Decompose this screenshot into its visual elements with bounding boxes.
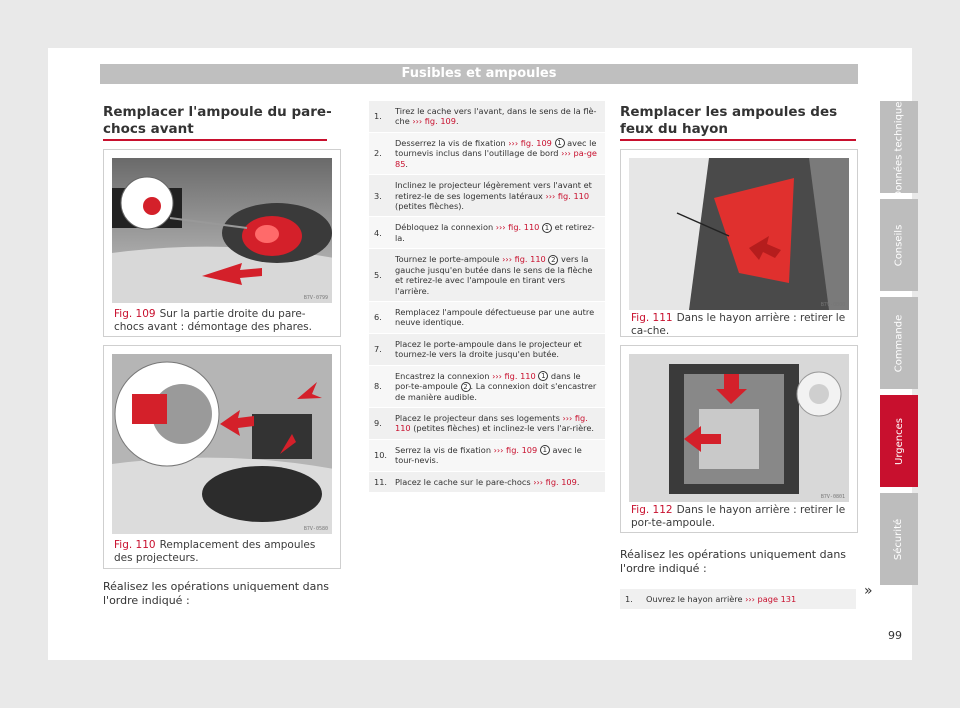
bumper-right-image: B7V-0799 [112, 158, 332, 303]
fig-110-number: Fig. 110 [114, 539, 156, 551]
step-number: 4. [374, 227, 382, 238]
step-text: Desserrez la vis de fixation ››› fig. 10… [395, 137, 597, 169]
step-text: Ouvrez le hayon arrière ››› page 131 [646, 594, 797, 604]
left-intro-text: Réalisez les opérations uniquement dans … [103, 580, 330, 607]
cross-reference-link[interactable]: ››› fig. 110 [395, 413, 588, 434]
tab-conseils[interactable]: Conseils [880, 199, 918, 291]
step-number: 1. [625, 594, 633, 604]
tab-commande[interactable]: Commande [880, 297, 918, 389]
tab-securite[interactable]: Sécurité [880, 493, 918, 585]
step-number: 6. [374, 312, 382, 323]
fig-111-text: Dans le hayon arrière : retirer le ca-ch… [631, 312, 846, 337]
step-row: 1. Tirez le cache vers l'avant, dans le s… [369, 101, 605, 132]
fig-112-text: Dans le hayon arrière : retirer le por-t… [631, 504, 846, 529]
step-text: Encastrez la connexion ››› fig. 110 1 da… [395, 370, 597, 402]
cross-reference-link[interactable]: ››› fig. 109 [533, 476, 577, 487]
tailgate-bulb-holder-image: B7V-0801 [629, 354, 849, 502]
step-row: 11. Placez le cache sur le pare-chocs ›››… [369, 471, 605, 493]
step-number: 10. [374, 450, 388, 461]
fig-109-number: Fig. 109 [114, 308, 156, 320]
step-number: 1. [374, 111, 382, 122]
bulb-illustration [112, 354, 332, 534]
cross-reference-link[interactable]: ››› fig. 110 [492, 370, 536, 381]
step-row: 10. Serrez la vis de fixation ››› fig. 10… [369, 439, 605, 471]
step-list: 1. Tirez le cache vers l'avant, dans le s… [369, 101, 605, 493]
step-text: Débloquez la connexion ››› fig. 110 1 et… [395, 222, 595, 243]
step-row: 2. Desserrez la vis de fixation ››› fig. … [369, 132, 605, 175]
chapter-header: Fusibles et ampoules [100, 64, 858, 84]
callout-number-icon: 1 [538, 371, 549, 382]
step-text: Placez le projecteur dans ses logements … [395, 413, 594, 434]
continue-arrow-icon: » [864, 583, 873, 599]
cross-reference-link[interactable]: ››› fig. 109 [508, 137, 552, 148]
step-row: 8. Encastrez la connexion ››› fig. 110 1 … [369, 365, 605, 407]
headlamp-bulb-image: B7V-0580 [112, 354, 332, 534]
cross-reference-link[interactable]: ››› fig. 109 [412, 116, 456, 127]
right-step-1: 1. Ouvrez le hayon arrière ››› page 131 [620, 589, 856, 610]
callout-number-icon: 1 [541, 222, 552, 233]
step-text: Inclinez le projecteur légèrement vers l… [395, 180, 592, 211]
step-text: Tirez le cache vers l'avant, dans le sen… [395, 106, 597, 127]
callout-number-icon: 1 [539, 445, 550, 456]
step-number: 9. [374, 418, 382, 429]
fig-109-text: Sur la partie droite du pare-chocs avant… [114, 308, 312, 333]
callout-number-icon: 1 [554, 138, 565, 149]
tailgate-illustration [629, 158, 849, 310]
cross-reference-link[interactable]: ››› fig. 110 [495, 222, 540, 233]
cross-reference-link[interactable]: ››› fig. 110 [502, 254, 546, 265]
step-number: 8. [374, 381, 382, 392]
tab-donnees-techniques[interactable]: Données techniques [880, 96, 918, 198]
image-code: B7V-0580 [303, 526, 328, 532]
step-text: Tournez le porte-ampoule ››› fig. 110 2 … [395, 254, 593, 296]
image-code: B7V-0799 [303, 295, 328, 301]
cross-reference-link[interactable]: ››› fig. 109 [493, 444, 538, 455]
section-title-front-bumper: Remplacer l'ampoule du pare-chocs avant [103, 104, 332, 137]
bulb-holder-illustration [629, 354, 849, 502]
step-row: 5. Tournez le porte-ampoule ››› fig. 110 … [369, 249, 605, 301]
step-number: 5. [374, 269, 382, 280]
step-row: 9. Placez le projecteur dans ses logement… [369, 408, 605, 439]
page: Fusibles et ampoules Remplacer l'ampoule… [48, 48, 918, 660]
title-rule [620, 139, 856, 141]
fig-112-number: Fig. 112 [631, 504, 673, 516]
fig-110-text: Remplacement des ampoules des projecteur… [114, 539, 316, 564]
step-number: 3. [374, 190, 382, 201]
step-row: 4. Débloquez la connexion ››› fig. 110 1 … [369, 217, 605, 249]
callout-number-icon: 2 [460, 381, 471, 392]
tab-urgences[interactable]: Urgences [880, 395, 918, 487]
page-reference-link[interactable]: ››› page 131 [745, 594, 797, 604]
right-intro-text: Réalisez les opérations uniquement dans … [620, 548, 847, 575]
step-text: Remplacez l'ampoule défectueuse par une … [395, 306, 595, 328]
cross-reference-link[interactable]: ››› pa-ge 85 [395, 148, 597, 169]
step-text: Serrez la vis de fixation ››› fig. 109 1… [395, 444, 582, 466]
title-rule [103, 139, 327, 141]
section-title-tailgate: Remplacer les ampoules des feux du hayon [620, 104, 838, 137]
cross-reference-link[interactable]: ››› fig. 110 [545, 190, 590, 201]
step-number: 7. [374, 343, 382, 354]
bumper-illustration [112, 158, 332, 303]
tailgate-cover-image: B7V-0800 [629, 158, 849, 310]
step-number: 2. [374, 148, 382, 159]
step-row: 7. Placez le porte-ampoule dans le projec… [369, 333, 605, 365]
step-text: Placez le cache sur le pare-chocs ››› fi… [395, 476, 580, 487]
step-row: 3. Inclinez le projecteur légèrement vers… [369, 175, 605, 217]
image-code: B7V-0800 [820, 302, 845, 308]
step-number: 11. [374, 476, 388, 487]
callout-number-icon: 2 [548, 254, 559, 265]
image-code: B7V-0801 [820, 494, 845, 500]
step-row: 6. Remplacez l'ampoule défectueuse par un… [369, 301, 605, 333]
fig-111-number: Fig. 111 [631, 312, 673, 324]
step-text: Placez le porte-ampoule dans le projecte… [395, 338, 582, 360]
page-number: 99 [888, 629, 902, 642]
